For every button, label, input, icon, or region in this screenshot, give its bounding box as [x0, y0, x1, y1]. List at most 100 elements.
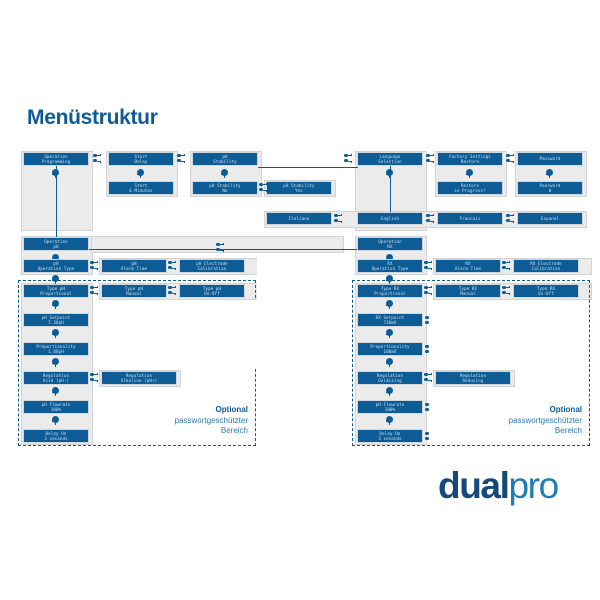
lcd-password-value[interactable]: Password 0	[517, 181, 583, 195]
logo-part-dual: dual	[438, 465, 510, 506]
nav-arrows-icon-stability	[258, 182, 267, 193]
lcd-operation-rx[interactable]: Operation RX	[357, 237, 423, 251]
lcd-ph-delay-on[interactable]: Delay On 3 seconds	[23, 429, 89, 443]
lcd-line2: Proportional	[40, 291, 72, 296]
optional-heading: Optional	[549, 405, 582, 414]
lcd-line1: RX Setpoint	[375, 314, 405, 320]
lcd-ph-regulation-alkaline[interactable]: Regulation Alkaline (pH+)	[101, 371, 177, 385]
nav-arrows-icon-ph-l2-1	[89, 260, 98, 271]
lcd-line1: Proportionality	[370, 343, 410, 349]
nav-arrows-icon-2	[176, 153, 185, 164]
lcd-type-rx-proportional[interactable]: Type RX Proportional	[357, 284, 423, 298]
lcd-line1: RX Electrode	[530, 260, 562, 266]
down-key-icon-start-delay	[137, 169, 144, 178]
lcd-line2: in Progress!	[454, 188, 486, 193]
lcd-ph-stability[interactable]: pH Stability	[192, 152, 258, 166]
lcd-line2: Manual	[460, 291, 476, 296]
lcd-rx-electrode-calibration[interactable]: RX Electrode Calibration	[513, 259, 579, 273]
lcd-line2: On-Off	[538, 291, 554, 296]
nav-arrows-icon-rx-setpoint	[424, 315, 433, 326]
lcd-line1: pH	[222, 153, 228, 159]
lcd-lang-english[interactable]: English	[357, 212, 423, 225]
down-key-icon-rx-c1	[386, 300, 393, 309]
lcd-rx-proportionality[interactable]: Proportionality 100mV	[357, 342, 423, 356]
lcd-line1: Type RX	[536, 285, 556, 291]
lcd-restore-in-progress[interactable]: Restore in Progress!	[437, 181, 503, 195]
down-key-icon-ph-c3	[52, 358, 59, 367]
lcd-lang-espanol[interactable]: Espanol	[517, 212, 583, 225]
lcd-line2: RX	[387, 244, 393, 249]
nav-arrows-icon-rx-prop	[424, 344, 433, 355]
nav-arrows-icon-rx-type-2	[501, 285, 510, 296]
lcd-ph-electrode-calibration[interactable]: pH Electrode Calibration	[179, 259, 245, 273]
lcd-line1: Regulation	[42, 372, 70, 378]
lcd-line1: Regulation	[125, 372, 153, 378]
lcd-line2: 0	[548, 188, 552, 193]
lcd-rx-regulation-oxidizing[interactable]: Regulation Oxidizing	[357, 371, 423, 385]
lcd-rx-delay-on[interactable]: Delay On 3 seconds	[357, 429, 423, 443]
lcd-ph-stability-yes[interactable]: pH Stability Yes	[266, 181, 332, 195]
lcd-line1: Type pH	[46, 285, 66, 291]
lcd-line1: pH Stability	[209, 182, 241, 188]
down-key-icon-ph-type	[52, 275, 59, 284]
cutout-center	[257, 257, 352, 447]
lcd-line2: 6 Minutes	[129, 188, 153, 193]
nav-arrows-icon-4	[425, 153, 434, 164]
lcd-line1: pH	[131, 260, 137, 266]
lcd-type-ph-on-off[interactable]: Type pH On-Off	[179, 284, 245, 298]
down-key-icon-rx-type	[386, 275, 393, 284]
lcd-lang-italiano[interactable]: Italiano	[266, 212, 332, 225]
lcd-line1: pH Electrode	[196, 260, 228, 266]
down-key-icon-rx-c5	[386, 416, 393, 425]
lcd-line1: pH	[53, 260, 59, 266]
nav-arrows-icon-ph-type-2	[167, 285, 176, 296]
lcd-ph-stability-no[interactable]: pH Stability No	[192, 181, 258, 195]
line-ph-stability-to-language	[258, 167, 358, 168]
lcd-ph-flowrate[interactable]: pH Flowrate 100%	[23, 400, 89, 414]
lcd-language-selection[interactable]: Language Selection	[357, 152, 423, 166]
lcd-ph-regulation-acid[interactable]: Regulation Acid (pH-)	[23, 371, 89, 385]
lcd-type-ph-proportional[interactable]: Type pH Proportional	[23, 284, 89, 298]
lcd-start-6-minutes[interactable]: Start 6 Minutes	[108, 181, 174, 195]
line-language-down	[390, 165, 391, 215]
lcd-rx-regulation-reducing[interactable]: Regulation Reducing	[435, 371, 511, 385]
nav-arrows-icon-5	[505, 153, 514, 164]
lcd-operation-programming[interactable]: Operation Programming	[23, 152, 89, 166]
nav-arrows-icon-ph-type-1	[89, 285, 98, 296]
down-key-icon-ph-c4	[52, 387, 59, 396]
lcd-rx-flowrate[interactable]: pH Flowrate 100%	[357, 400, 423, 414]
lcd-rx-operation-type[interactable]: RX Operation Type	[357, 259, 423, 273]
lcd-ph-operation-type[interactable]: pH Operation Type	[23, 259, 89, 273]
lcd-lang-francais[interactable]: Francais	[437, 212, 503, 225]
line-ph-root-bridge	[88, 249, 360, 250]
down-key-icon-language	[386, 169, 393, 178]
lcd-line1: Password	[539, 156, 561, 162]
lcd-password[interactable]: Password	[517, 152, 583, 166]
lcd-rx-setpoint[interactable]: RX Setpoint 730mV	[357, 313, 423, 327]
lcd-ph-setpoint[interactable]: pH Setpoint 7.30pH	[23, 313, 89, 327]
lcd-line2: On-Off	[204, 291, 220, 296]
down-key-icon-rx-c4	[386, 387, 393, 396]
line-programming-down	[56, 165, 57, 243]
lcd-operation-ph[interactable]: Operation pH	[23, 237, 89, 251]
lcd-line1: Type pH	[202, 285, 222, 291]
lcd-line1: Delay On	[379, 430, 401, 436]
lcd-ph-proportionality[interactable]: Proportionality 1.00pH	[23, 342, 89, 356]
lcd-type-rx-manual[interactable]: Type RX Manual	[435, 284, 501, 298]
lcd-line1: Type pH	[124, 285, 144, 291]
lcd-line2: Manual	[126, 291, 142, 296]
lcd-rx-alarm-time[interactable]: RX Alarm Time	[435, 259, 501, 273]
down-key-icon-ph-c1	[52, 300, 59, 309]
lcd-line2: Stability	[213, 159, 237, 164]
lcd-ph-alarm-time[interactable]: pH Alarm Time	[101, 259, 167, 273]
lcd-factory-settings-restore[interactable]: Factory Settings Restore	[437, 152, 503, 166]
lcd-line1: Regulation	[459, 372, 487, 378]
lcd-type-ph-manual[interactable]: Type pH Manual	[101, 284, 167, 298]
lcd-start-delay[interactable]: Start Delay	[108, 152, 174, 166]
optional-heading: Optional	[215, 405, 248, 414]
lcd-line2: pH	[53, 244, 59, 249]
lcd-type-rx-on-off[interactable]: Type RX On-Off	[513, 284, 579, 298]
lcd-line1: RX	[465, 260, 471, 266]
nav-arrows-icon-rx-flow	[424, 402, 433, 413]
